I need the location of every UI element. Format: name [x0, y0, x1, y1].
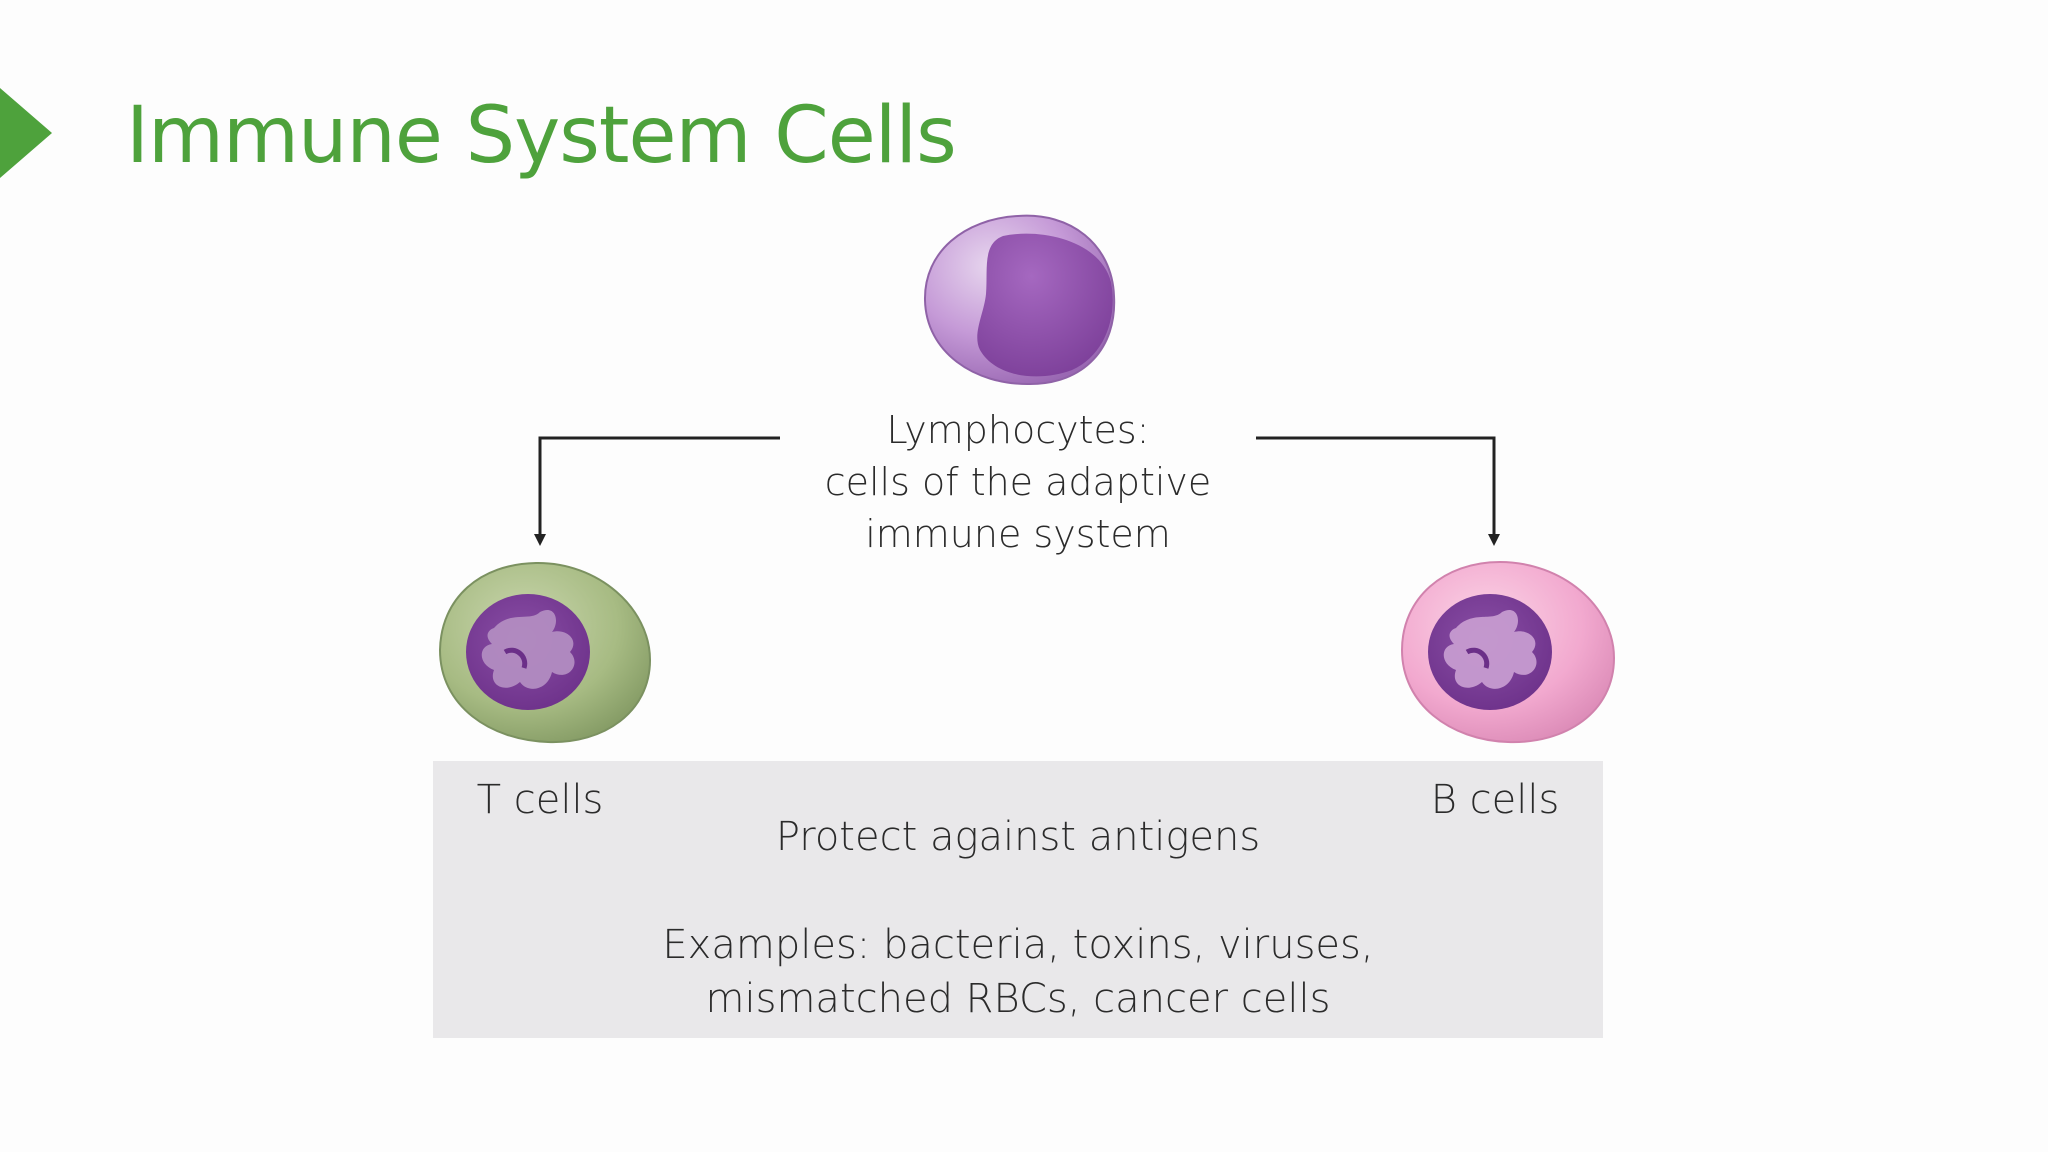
- info-box: [433, 761, 1603, 1038]
- examples-line-1: Examples: bacteria, toxins, viruses,: [662, 922, 1374, 968]
- b-cell-icon: [1400, 560, 1616, 744]
- b-cells-label: B cells: [1430, 777, 1560, 823]
- lymphocytes-label-line-2: cells of the adaptive: [824, 460, 1212, 504]
- t-cell-icon: [438, 561, 652, 744]
- slide-marker-arrow: [0, 88, 52, 178]
- connector-to-t-cells: [534, 436, 860, 546]
- lymphocytes-label-line-3: immune system: [865, 512, 1171, 556]
- t-cells-label: T cells: [476, 777, 604, 823]
- branch-connectors: [534, 436, 1500, 546]
- info-box-examples: Examples: bacteria, toxins, viruses, mis…: [620, 918, 1416, 1026]
- info-box-heading: Protect against antigens: [775, 814, 1261, 860]
- lymphocytes-label-line-1: Lymphocytes:: [886, 408, 1150, 452]
- examples-line-2: mismatched RBCs, cancer cells: [705, 976, 1331, 1022]
- lymphocyte-cell-icon: [923, 214, 1116, 386]
- connector-to-b-cells: [1176, 436, 1500, 546]
- slide-title: Immune System Cells: [126, 91, 957, 181]
- lymphocytes-label: Lymphocytes: cells of the adaptive immun…: [780, 404, 1256, 560]
